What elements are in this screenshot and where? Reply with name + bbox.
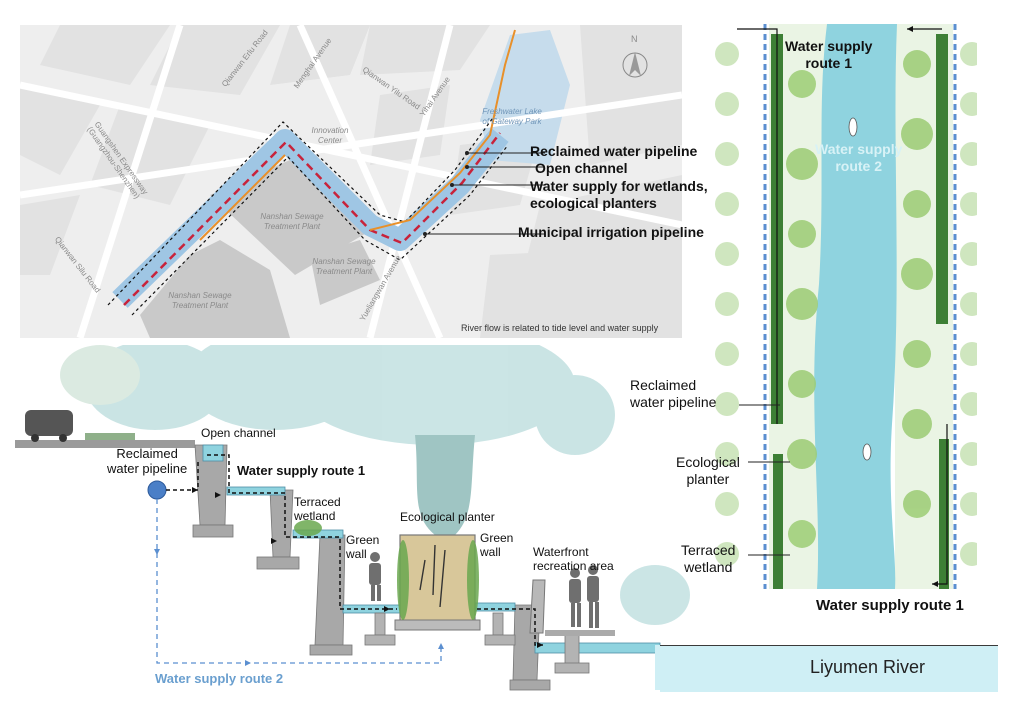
north-arrow-icon	[622, 52, 648, 78]
label-route-1: Water supply route 1	[237, 463, 366, 478]
plan-river	[814, 24, 897, 589]
section-drawing	[15, 345, 705, 691]
roads	[20, 25, 682, 338]
plan-label-route-2: Water supply route 2	[815, 141, 903, 174]
area-nanshan-plant-3: Nanshan Sewage Treatment Plant	[168, 291, 232, 310]
label-route-2: Water supply route 2	[155, 671, 284, 686]
river-band: Liyumen River	[660, 645, 998, 692]
plan-label-ecological-planter: Ecological planter	[676, 454, 740, 487]
label-liyumen-river: Liyumen River	[810, 657, 926, 677]
label-green-wall-left: Green wall	[346, 533, 380, 561]
site-map: Qianwan Erlu Road Menghai Avenue Qianwan…	[20, 25, 682, 338]
area-nanshan-plant-1: Nanshan Sewage Treatment Plant	[260, 212, 324, 231]
label-terraced-wetland: Terraced wetland	[294, 495, 341, 523]
area-innovation-center: Innovation Center	[311, 126, 349, 145]
legend-wetlands: Water supply for wetlands, ecological pl…	[530, 178, 708, 211]
plan-drawing	[715, 24, 977, 589]
plan-label-route-1-top: Water supply route 1	[785, 38, 873, 71]
legend-municipal: Municipal irrigation pipeline	[518, 224, 704, 240]
plan-label-terraced: Terraced wetland	[681, 542, 736, 575]
label-ecological-planter: Ecological planter	[400, 510, 495, 524]
north-label: N	[631, 34, 638, 44]
label-green-wall-right: Green wall	[480, 531, 514, 559]
plan-view: Water supply route 1 Water supply route …	[707, 24, 977, 589]
channels	[202, 444, 661, 654]
cross-section: Reclaimed water pipeline Open channel Wa…	[15, 345, 705, 705]
map-note: River flow is related to tide level and …	[461, 323, 659, 333]
pipeline-node-icon	[147, 480, 167, 500]
retaining-walls	[192, 444, 551, 691]
outer-tree-rows	[715, 42, 977, 566]
area-nanshan-plant-2: Nanshan Sewage Treatment Plant	[312, 257, 376, 276]
people-figures	[369, 552, 599, 628]
label-waterfront: Waterfront recreation area	[533, 545, 614, 573]
legend-reclaimed: Reclaimed water pipeline	[530, 143, 698, 159]
label-reclaimed-pipeline: Reclaimed water pipeline	[107, 446, 188, 476]
plan-label-reclaimed: Reclaimed water pipeline	[630, 377, 717, 410]
background-trees	[60, 345, 690, 625]
plan-label-route-1-bottom: Water supply route 1	[816, 597, 964, 614]
map-basemap	[20, 25, 682, 338]
planter-trees	[786, 50, 933, 548]
legend-leaders	[425, 152, 545, 235]
label-open-channel: Open channel	[201, 426, 276, 440]
lake-shape	[480, 30, 570, 165]
area-freshwater-lake: Freshwater Lake of Gateway Park	[482, 107, 542, 126]
legend-open-channel: Open channel	[535, 160, 628, 176]
